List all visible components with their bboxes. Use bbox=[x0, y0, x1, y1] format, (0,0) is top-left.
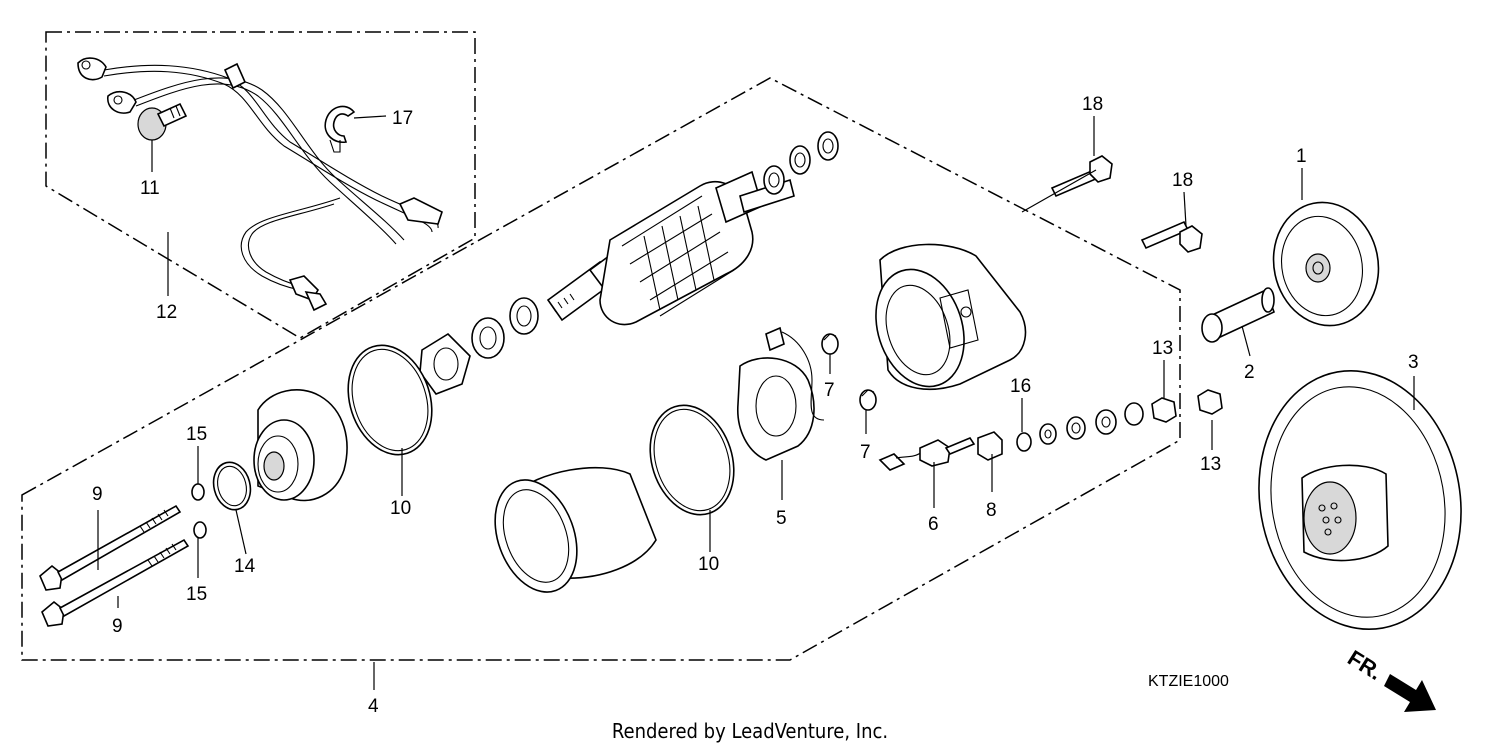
callout-13-left[interactable]: 13 bbox=[1152, 338, 1173, 359]
callout-13-right[interactable]: 13 bbox=[1200, 454, 1221, 475]
nut-13-right[interactable] bbox=[1197, 389, 1223, 415]
gear-shaft[interactable] bbox=[1201, 287, 1276, 343]
terminal-washers[interactable] bbox=[1016, 402, 1144, 452]
callout-11[interactable]: 11 bbox=[140, 178, 160, 199]
callout-6[interactable]: 6 bbox=[928, 514, 939, 535]
terminal-bolt[interactable] bbox=[878, 437, 976, 471]
callout-14[interactable]: 14 bbox=[234, 556, 256, 577]
callout-10-left[interactable]: 10 bbox=[390, 498, 411, 519]
callout-15-top[interactable]: 15 bbox=[186, 424, 207, 445]
starter-cable[interactable] bbox=[77, 57, 443, 312]
callouts: 1 2 3 4 5 6 7 7 8 9 9 10 10 11 12 13 13 … bbox=[92, 94, 1419, 717]
callout-15-bottom[interactable]: 15 bbox=[186, 584, 207, 605]
rear-cover[interactable] bbox=[862, 243, 1027, 398]
callout-3[interactable]: 3 bbox=[1408, 352, 1419, 373]
cable-group-boundary bbox=[45, 31, 476, 339]
flange-bolt-18-top[interactable] bbox=[1050, 155, 1113, 198]
callout-4[interactable]: 4 bbox=[368, 696, 379, 717]
washer-15-bottom[interactable] bbox=[193, 521, 207, 539]
o-ring-14[interactable] bbox=[209, 458, 256, 513]
reduction-gear[interactable] bbox=[1262, 193, 1390, 336]
through-bolt-9-top[interactable] bbox=[39, 504, 182, 591]
callout-2[interactable]: 2 bbox=[1244, 362, 1255, 383]
callout-5[interactable]: 5 bbox=[776, 508, 787, 529]
callout-9-top[interactable]: 9 bbox=[92, 484, 103, 505]
starter-driven-gear[interactable] bbox=[1239, 355, 1481, 646]
nut-13-left[interactable] bbox=[1151, 397, 1177, 423]
brush-holder[interactable] bbox=[737, 326, 825, 461]
callout-18-bottom[interactable]: 18 bbox=[1172, 170, 1193, 191]
shaft-washers-top[interactable] bbox=[763, 131, 839, 195]
callout-18-top[interactable]: 18 bbox=[1082, 94, 1103, 115]
motor-yoke[interactable] bbox=[480, 466, 657, 604]
brush-spring-7-top[interactable] bbox=[821, 333, 839, 355]
diagram-code: KTZIE1000 bbox=[1148, 673, 1229, 690]
leader-lines bbox=[97, 115, 1415, 690]
bolt-part-11[interactable] bbox=[137, 102, 188, 141]
callout-7-top[interactable]: 7 bbox=[824, 380, 835, 401]
front-label: FR. bbox=[1343, 645, 1386, 685]
insulator[interactable] bbox=[977, 431, 1003, 461]
callout-10-right[interactable]: 10 bbox=[698, 554, 719, 575]
callout-8[interactable]: 8 bbox=[986, 500, 997, 521]
armature[interactable] bbox=[546, 170, 795, 326]
starter-motor-group-boundary bbox=[21, 77, 1181, 661]
washer-15-top[interactable] bbox=[191, 483, 205, 501]
brush-spring-7-bottom[interactable] bbox=[859, 389, 877, 411]
callout-7-bottom[interactable]: 7 bbox=[860, 442, 871, 463]
front-direction-marker: FR. bbox=[1343, 645, 1436, 712]
callout-1[interactable]: 1 bbox=[1296, 146, 1307, 167]
render-credit: Rendered by LeadVenture, Inc. bbox=[612, 719, 888, 743]
callout-17[interactable]: 17 bbox=[392, 108, 413, 129]
through-bolt-9-bottom[interactable] bbox=[41, 538, 190, 627]
o-ring-10-left[interactable] bbox=[335, 334, 446, 465]
o-ring-10-right[interactable] bbox=[637, 394, 748, 525]
callout-12[interactable]: 12 bbox=[156, 302, 177, 323]
shaft-washers-bottom[interactable] bbox=[419, 297, 539, 395]
flange-bolt-18-bottom[interactable] bbox=[1140, 220, 1203, 253]
callout-16[interactable]: 16 bbox=[1010, 376, 1031, 397]
front-arrow-icon bbox=[1384, 674, 1436, 712]
callout-9-bottom[interactable]: 9 bbox=[112, 616, 123, 637]
front-cover[interactable] bbox=[253, 389, 348, 502]
